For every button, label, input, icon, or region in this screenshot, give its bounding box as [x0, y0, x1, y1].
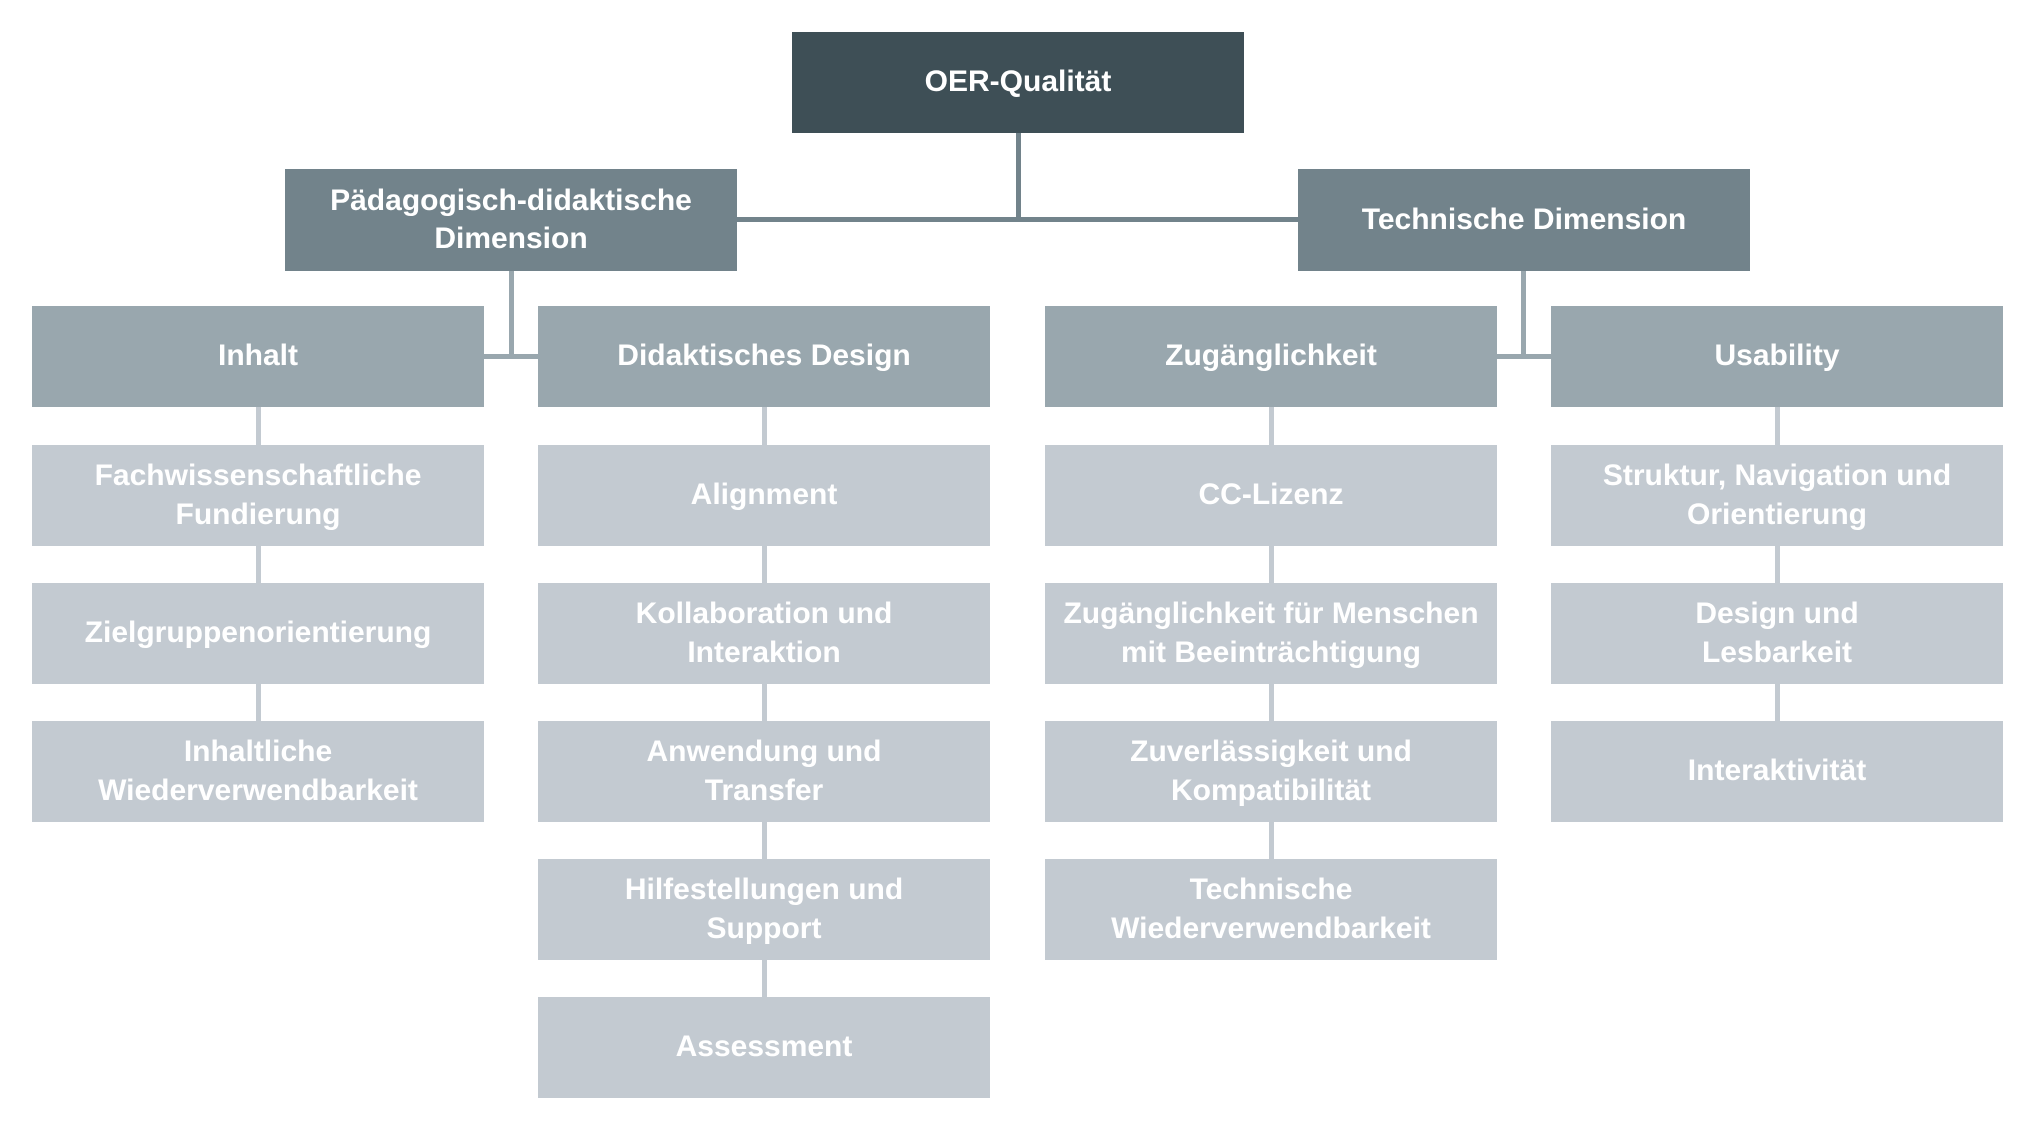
connector-zugaenglichkeit-usability-horizontal [1497, 354, 1551, 359]
node-zugaenglichkeit-fuer-menschen-mit-beeintraechtigung: Zugänglichkeit für Menschen mit Beeinträ… [1045, 583, 1497, 684]
node-label: CC-Lizenz [1198, 478, 1344, 512]
connector-zugaenglichkeit-item1 [1269, 407, 1274, 445]
node-label: OER-Qualität [924, 65, 1112, 99]
node-design-und-lesbarkeit: Design und Lesbarkeit [1551, 583, 2003, 684]
node-label: Technische Wiederverwendbarkeit [1111, 873, 1431, 945]
connector-usability-item2 [1775, 546, 1780, 583]
connector-usability-item1 [1775, 407, 1780, 445]
node-technische-dimension: Technische Dimension [1298, 169, 1750, 271]
connector-zugaenglichkeit-item2 [1269, 546, 1274, 583]
node-zuverlaessigkeit-und-kompatibilitaet: Zuverlässigkeit und Kompatibilität [1045, 721, 1497, 822]
connector-zugaenglichkeit-item4 [1269, 822, 1274, 859]
node-label: Alignment [690, 478, 838, 512]
node-usability: Usability [1551, 306, 2003, 407]
node-didaktisches-design: Didaktisches Design [538, 306, 990, 407]
connector-didaktisches-item5 [762, 960, 767, 997]
node-label: Pädagogisch-didaktische Dimension [330, 183, 692, 255]
node-zugaenglichkeit: Zugänglichkeit [1045, 306, 1497, 407]
connector-didaktisches-item4 [762, 822, 767, 859]
node-interaktivitaet: Interaktivität [1551, 721, 2003, 822]
node-struktur-navigation-und-orientierung: Struktur, Navigation und Orientierung [1551, 445, 2003, 546]
node-cc-lizenz: CC-Lizenz [1045, 445, 1497, 546]
node-label: Usability [1714, 339, 1840, 373]
connector-inhalt-item2 [256, 546, 261, 583]
node-kollaboration-und-interaktion: Kollaboration und Interaktion [538, 583, 990, 684]
node-label: Inhaltliche Wiederverwendbarkeit [98, 735, 418, 807]
node-technische-wiederverwendbarkeit: Technische Wiederverwendbarkeit [1045, 859, 1497, 960]
node-label: Design und Lesbarkeit [1695, 597, 1859, 669]
node-label: Didaktisches Design [617, 339, 911, 373]
node-label: Kollaboration und Interaktion [635, 597, 893, 669]
node-label: Zugänglichkeit [1165, 339, 1377, 373]
node-label: Zuverlässigkeit und Kompatibilität [1130, 735, 1412, 807]
node-zielgruppenorientierung: Zielgruppenorientierung [32, 583, 484, 684]
node-hilfestellungen-und-support: Hilfestellungen und Support [538, 859, 990, 960]
connector-inhalt-didaktisches-horizontal [484, 354, 538, 359]
node-inhalt: Inhalt [32, 306, 484, 407]
connector-technische-vertical [1521, 271, 1526, 358]
node-inhaltliche-wiederverwendbarkeit: Inhaltliche Wiederverwendbarkeit [32, 721, 484, 822]
connector-didaktisches-item3 [762, 684, 767, 721]
node-label: Zugänglichkeit für Menschen mit Beeinträ… [1063, 597, 1479, 669]
connector-root-vertical [1016, 133, 1021, 221]
node-anwendung-und-transfer: Anwendung und Transfer [538, 721, 990, 822]
connector-paedagogisch-vertical [509, 271, 514, 358]
connector-inhalt-item1 [256, 407, 261, 445]
node-oer-qualitaet: OER-Qualität [792, 32, 1244, 133]
node-label: Assessment [675, 1030, 853, 1064]
connector-dimensions-horizontal [737, 217, 1298, 222]
node-label: Interaktivität [1687, 754, 1867, 788]
connector-didaktisches-item1 [762, 407, 767, 445]
node-label: Technische Dimension [1361, 202, 1687, 236]
node-label: Hilfestellungen und Support [624, 873, 904, 945]
node-label: Anwendung und Transfer [646, 735, 882, 807]
node-paedagogisch-didaktische-dimension: Pädagogisch-didaktische Dimension [285, 169, 737, 271]
connector-zugaenglichkeit-item3 [1269, 684, 1274, 721]
node-label: Fachwissenschaftliche Fundierung [94, 459, 422, 531]
node-alignment: Alignment [538, 445, 990, 546]
connector-didaktisches-item2 [762, 546, 767, 583]
node-fachwissenschaftliche-fundierung: Fachwissenschaftliche Fundierung [32, 445, 484, 546]
node-label: Struktur, Navigation und Orientierung [1602, 459, 1952, 531]
node-assessment: Assessment [538, 997, 990, 1098]
connector-usability-item3 [1775, 684, 1780, 721]
node-label: Inhalt [218, 339, 298, 373]
node-label: Zielgruppenorientierung [84, 616, 432, 650]
connector-inhalt-item3 [256, 684, 261, 721]
